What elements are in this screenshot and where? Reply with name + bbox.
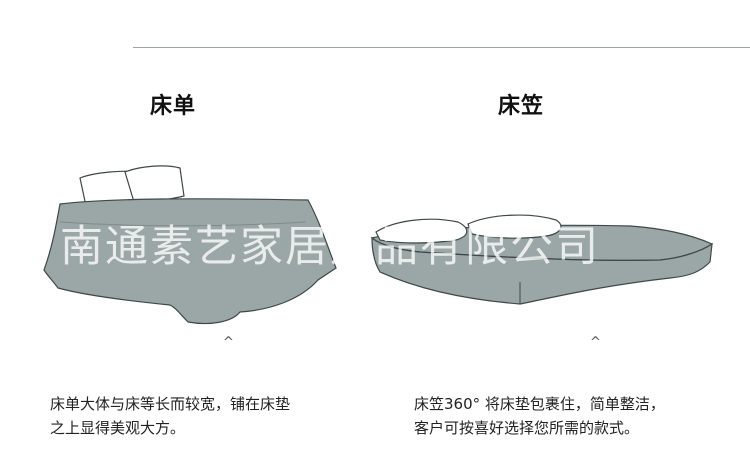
fitted-sheet-illustration bbox=[370, 214, 714, 305]
fitted-sheet-desc-line2: 客户可按喜好选择您所需的款式。 bbox=[414, 419, 640, 437]
bed-sheet-description: 床单大体与床等长而较宽，铺在床垫 之上显得美观大方。 bbox=[50, 392, 350, 440]
watermark-text: 南通素艺家居用品有限公司 bbox=[60, 222, 600, 272]
flat-sheet-illustration bbox=[43, 165, 337, 325]
caret-left: ^ bbox=[223, 335, 234, 350]
fitted-sheet-desc-line1: 床笠360° 将床垫包裹住，简单整洁， bbox=[414, 395, 665, 413]
pillow-left bbox=[375, 218, 468, 244]
mattress-side bbox=[371, 236, 713, 305]
sheet-fold bbox=[59, 221, 307, 227]
pillow-front bbox=[124, 165, 185, 203]
bed-sheet-desc-line1: 床单大体与床等长而较宽，铺在床垫 bbox=[50, 395, 291, 413]
divider-line bbox=[133, 47, 750, 48]
bed-sheet-title: 床单 bbox=[150, 94, 197, 119]
fitted-sheet-description: 床笠360° 将床垫包裹住，简单整洁， 客户可按喜好选择您所需的款式。 bbox=[414, 392, 734, 440]
bed-sheet-desc-line2: 之上显得美观大方。 bbox=[50, 419, 186, 437]
caret-right: ^ bbox=[590, 335, 601, 350]
fitted-sheet-title: 床笠 bbox=[498, 94, 545, 119]
flat-sheet bbox=[43, 198, 337, 325]
pillow-right bbox=[467, 214, 562, 239]
